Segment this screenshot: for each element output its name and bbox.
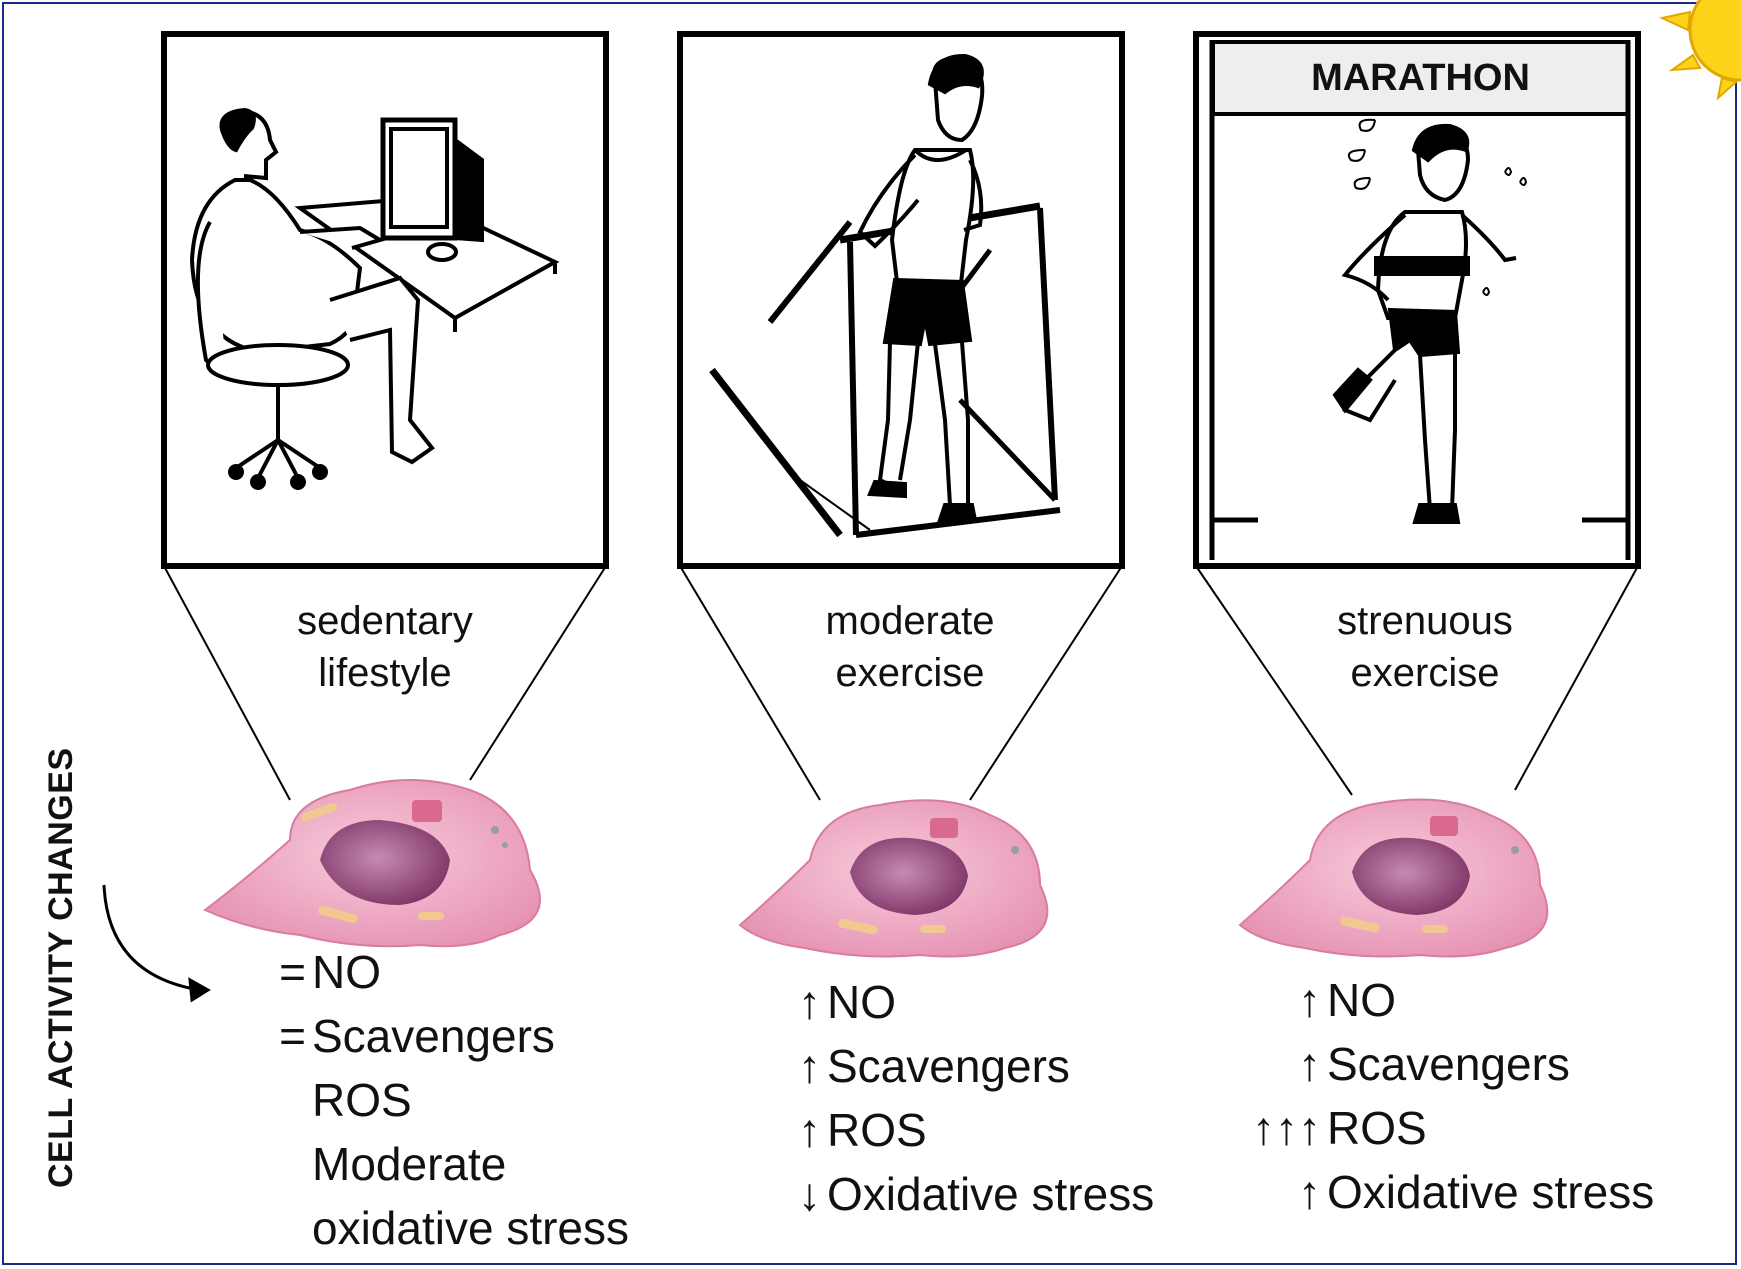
up-arrow-icon: ↑ xyxy=(1265,968,1321,1032)
caption-line-1: sedentary xyxy=(235,595,535,647)
caption-line-1: moderate xyxy=(760,595,1060,647)
caption-line-2: exercise xyxy=(760,647,1060,699)
caption-line-2: exercise xyxy=(1275,647,1575,699)
equal-symbol: = xyxy=(250,1004,306,1068)
curved-arrow xyxy=(104,885,208,1000)
effect-text: Moderate xyxy=(312,1138,506,1190)
marathon-banner: MARATHON xyxy=(1213,42,1628,114)
equal-symbol: = xyxy=(250,940,306,1004)
list-item: ↑↑↑ROS xyxy=(1265,1096,1654,1160)
effect-text: Oxidative stress xyxy=(1327,1166,1654,1218)
list-item: =Scavengers xyxy=(250,1004,629,1068)
effect-text: ROS xyxy=(827,1104,927,1156)
effect-text: Scavengers xyxy=(1327,1038,1570,1090)
up-arrow-icon: ↑ xyxy=(765,970,821,1034)
sedentary-cell-illustration xyxy=(205,780,540,946)
triple-up-arrow-icon: ↑↑↑ xyxy=(1221,1096,1321,1160)
caption-line-2: lifestyle xyxy=(235,647,535,699)
up-arrow-icon: ↑ xyxy=(765,1098,821,1162)
down-arrow-icon: ↓ xyxy=(765,1162,821,1226)
effect-text: NO xyxy=(312,946,381,998)
list-item: ↑Scavengers xyxy=(1265,1032,1654,1096)
up-arrow-icon: ↑ xyxy=(765,1034,821,1098)
list-item: ↓Oxidative stress xyxy=(765,1162,1154,1226)
effect-text: oxidative stress xyxy=(312,1202,629,1254)
list-item: Moderate xyxy=(250,1132,629,1196)
effect-text: ROS xyxy=(312,1074,412,1126)
list-item: ↑NO xyxy=(1265,968,1654,1032)
list-item: oxidative stress xyxy=(250,1196,629,1260)
cell-activity-changes-label: CELL ACTIVITY CHANGES xyxy=(42,747,81,1188)
list-item: ↑NO xyxy=(765,970,1154,1034)
sun-icon xyxy=(1662,0,1741,98)
list-item: ROS xyxy=(250,1068,629,1132)
effect-text: NO xyxy=(1327,974,1396,1026)
moderate-cell-illustration xyxy=(740,800,1047,956)
strenuous-caption: strenuous exercise xyxy=(1275,595,1575,699)
strenuous-effects-list: ↑NO ↑Scavengers ↑↑↑ROS ↑Oxidative stress xyxy=(1265,968,1654,1224)
up-arrow-icon: ↑ xyxy=(1265,1032,1321,1096)
strenuous-cell-illustration xyxy=(1240,799,1547,956)
effect-text: Scavengers xyxy=(827,1040,1070,1092)
effect-text: Oxidative stress xyxy=(827,1168,1154,1220)
moderate-caption: moderate exercise xyxy=(760,595,1060,699)
caption-line-1: strenuous xyxy=(1275,595,1575,647)
list-item: ↑Scavengers xyxy=(765,1034,1154,1098)
moderate-effects-list: ↑NO ↑Scavengers ↑ROS ↓Oxidative stress xyxy=(765,970,1154,1226)
list-item: ↑Oxidative stress xyxy=(1265,1160,1654,1224)
sedentary-effects-list: =NO =Scavengers ROS Moderate oxidative s… xyxy=(250,940,629,1260)
effect-text: ROS xyxy=(1327,1102,1427,1154)
list-item: =NO xyxy=(250,940,629,1004)
effect-text: NO xyxy=(827,976,896,1028)
sedentary-caption: sedentary lifestyle xyxy=(235,595,535,699)
up-arrow-icon: ↑ xyxy=(1265,1160,1321,1224)
effect-text: Scavengers xyxy=(312,1010,555,1062)
list-item: ↑ROS xyxy=(765,1098,1154,1162)
